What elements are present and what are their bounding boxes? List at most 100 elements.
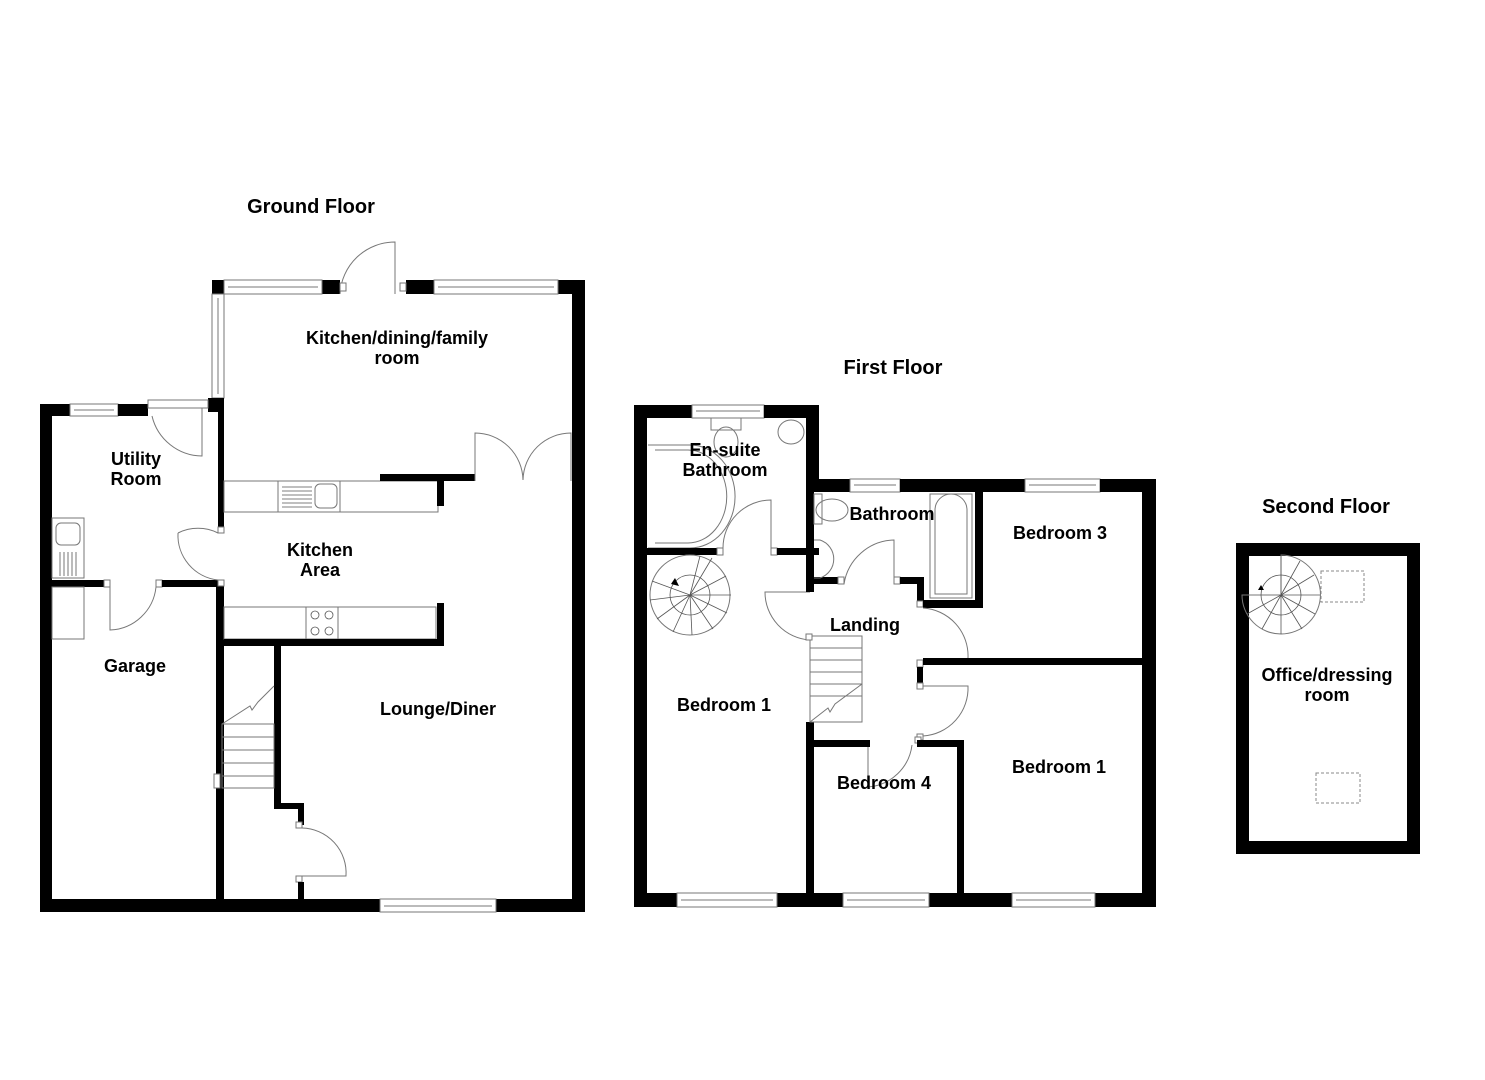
wall [40,404,70,416]
worktop [223,480,439,513]
toilet [815,498,849,522]
room-label-ensuite: En-suite [689,440,760,460]
kitchen-sink [277,480,341,513]
wall [1142,479,1156,907]
wall [975,492,983,608]
worktop [223,606,437,640]
door-swing [474,432,524,481]
first-floor-title: First Floor [844,357,943,379]
door-swing [764,591,811,641]
toilet-cistern [710,417,742,431]
wall [212,280,224,294]
up-arrow-icon [1258,585,1264,590]
first-floor-plan: First Floor [634,357,1156,908]
staircase [221,723,275,789]
wall [917,740,963,747]
room-label-bedroom-4: Bedroom 4 [837,773,931,793]
room-label-kitchen-area: Kitchen [287,540,353,560]
wall [298,882,304,899]
garage-counter [51,586,85,640]
bath [929,493,973,599]
wall [437,603,444,646]
room-label-kitchen-area-line2: Area [300,560,341,580]
wall [406,280,434,294]
wall [1236,543,1249,854]
door-swing [722,499,772,549]
up-arrow-icon [671,578,679,586]
door-swing [109,586,157,631]
wall [274,646,281,808]
door-swing [867,744,913,788]
spiral-staircase [649,554,731,636]
basin [777,419,805,445]
ground-floor-plan: Ground Floor [40,196,585,913]
room-label-utility-line2: Room [111,469,162,489]
room-label-office: Office/dressing [1261,665,1392,685]
wall [216,587,224,899]
room-label-bedroom-3: Bedroom 3 [1013,523,1107,543]
room-label-garage: Garage [104,656,166,676]
wall [1100,479,1156,492]
wall [806,584,814,592]
room-label-bathroom: Bathroom [850,504,935,524]
door-swing [843,539,895,585]
room-label-landing: Landing [830,615,900,635]
wall [634,405,647,907]
staircase [809,635,863,723]
room-label-ensuite-line2: Bathroom [683,460,768,480]
wall [900,577,924,584]
wall [806,577,842,584]
second-floor-plan: Second Floor Office/dressing room [1236,496,1420,854]
wall [380,474,475,481]
wall [1407,543,1420,854]
wall [923,658,1156,665]
second-floor-title: Second Floor [1262,496,1390,518]
sink-unit [51,517,85,579]
wall [218,398,224,528]
wall [298,803,304,825]
wall [322,280,340,294]
wall [777,548,819,555]
door-swing [151,408,203,457]
room-label-kitchen-family-line2: room [375,348,420,368]
wall [917,667,923,683]
room-label-lounge-diner: Lounge/Diner [380,699,496,719]
wall [957,740,964,907]
room-label-bedroom-1-right: Bedroom 1 [1012,757,1106,777]
wall [40,404,52,912]
door-swing [177,527,219,581]
door-swing [922,685,969,737]
wall [900,479,1025,492]
room-label-bedroom-1-left: Bedroom 1 [677,695,771,715]
ground-floor-title: Ground Floor [247,196,375,218]
wall [1236,543,1420,556]
shower-bath [648,444,736,549]
wall [917,577,924,601]
hob [305,606,339,640]
wall [806,479,850,492]
skylight [1320,570,1365,603]
wall [558,280,585,294]
door-swing [522,432,572,481]
wall [806,479,814,584]
wall [437,474,444,506]
wall [40,899,585,912]
wall [634,405,692,418]
door-swing [339,241,396,295]
front-door-swing [301,827,347,877]
skylight [1315,772,1361,804]
room-label-utility: Utility [111,449,161,469]
room-label-office-line2: room [1305,685,1350,705]
basin [814,539,835,579]
wall [923,600,983,608]
wall [572,280,585,912]
wall [1236,841,1420,854]
spiral-staircase [1241,554,1321,635]
wall [806,405,819,485]
wall [118,404,148,416]
wall [806,722,814,907]
wall [224,639,444,646]
toilet [713,426,739,458]
wall [274,803,304,809]
